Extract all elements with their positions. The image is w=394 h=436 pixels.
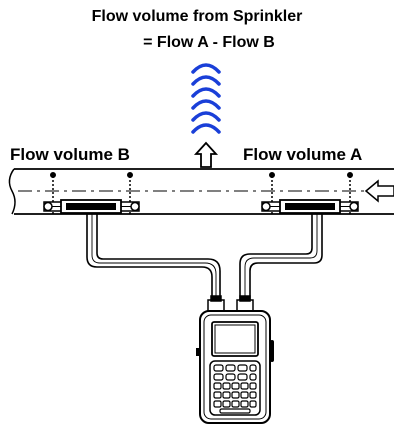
sensor-cables [86,213,323,302]
left-arrow-icon [364,179,394,203]
diagram-title-line1: Flow volume from Sprinkler [92,8,303,25]
meter-connectors [207,295,254,313]
meter-keypad [213,364,257,414]
flow-volume-b-label: Flow volume B [10,145,130,164]
diagram-title-line2: = Flow A - Flow B [143,34,275,51]
up-arrow-icon [193,141,219,168]
sprinkler-icon [191,63,221,134]
handheld-flow-meter [196,310,274,424]
flow-volume-a-label: Flow volume A [243,145,362,164]
pipe [8,168,394,215]
sensor-a [261,172,359,214]
sensor-b [43,172,140,214]
